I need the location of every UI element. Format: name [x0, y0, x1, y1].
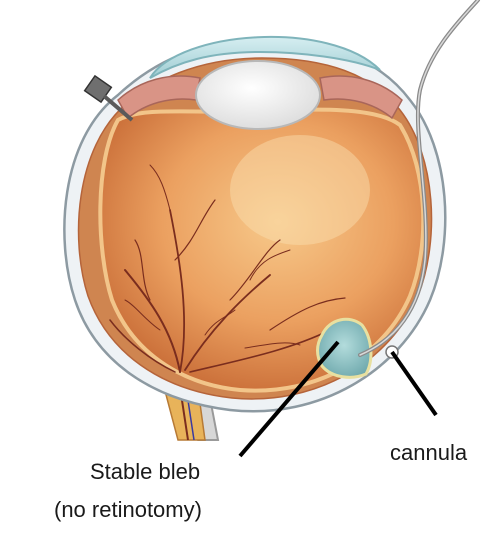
cannula-pointer-line — [392, 352, 436, 415]
bleb — [318, 319, 371, 377]
vitreous-highlight — [230, 135, 370, 245]
cannula-label: cannula — [390, 442, 467, 464]
bleb-label-line1: Stable bleb — [90, 461, 200, 483]
bleb-label-line2: (no retinotomy) — [54, 499, 202, 521]
lens — [196, 61, 320, 129]
